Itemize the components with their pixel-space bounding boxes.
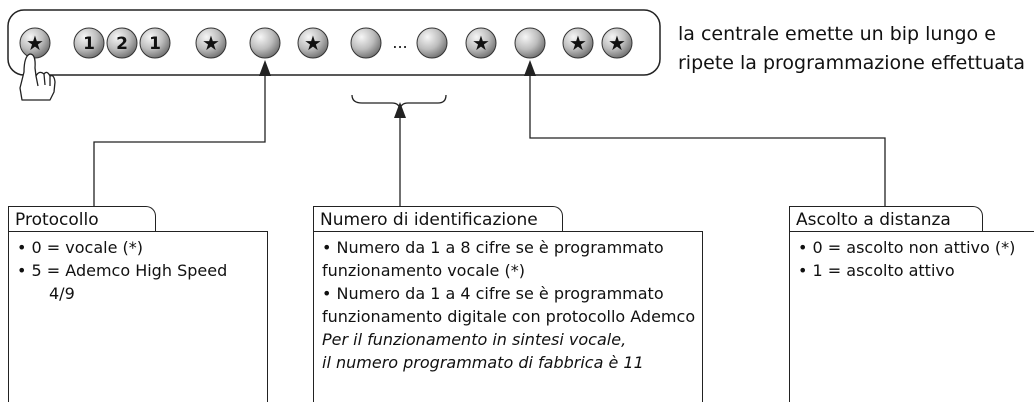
- ellipsis-text: ...: [392, 33, 407, 52]
- arrowhead-ascolto: [524, 60, 536, 76]
- note-line-2: ripete la programmazione effettuata: [678, 52, 1026, 74]
- connectors: [93, 68, 886, 210]
- svg-text:★: ★: [304, 31, 322, 55]
- numero-note-2: il numero programmato di fabbrica è 11: [322, 353, 644, 372]
- numero-box: • Numero da 1 a 8 cifre se è programmato…: [313, 231, 703, 402]
- protocollo-item-vocale: • 0 = vocale (*): [17, 238, 143, 257]
- ascolto-item-non-attivo: • 0 = ascolto non attivo (*): [798, 238, 1016, 257]
- connector-ascolto: [529, 68, 886, 210]
- numero-title: Numero di identificazione: [313, 206, 563, 232]
- blank-key: [249, 27, 281, 59]
- star-key: ★: [465, 27, 497, 59]
- key-sequence: ★ 1 2 1 ★ ★... ★ ★ ★: [19, 27, 633, 59]
- svg-text:★: ★: [26, 31, 44, 55]
- numero-note-1: Per il funzionamento in sintesi vocale,: [322, 330, 627, 349]
- numero-line-3: • Numero da 1 a 4 cifre se è programmato: [322, 284, 664, 303]
- connector-protocollo: [93, 68, 266, 210]
- ascolto-title: Ascolto a distanza: [789, 206, 983, 232]
- protocollo-box: • 0 = vocale (*) • 5 = Ademco High Speed…: [8, 231, 268, 402]
- ascolto-item-attivo: • 1 = ascolto attivo: [798, 261, 955, 280]
- blank-key: [514, 27, 546, 59]
- star-key: ★: [19, 27, 51, 59]
- note-text: la centrale emette un bip lungo e ripete…: [678, 20, 1025, 78]
- digit-key-1: 1: [139, 27, 171, 59]
- numero-line-2: funzionamento vocale (*): [322, 261, 525, 280]
- svg-text:2: 2: [116, 34, 128, 54]
- arrowhead-protocollo: [259, 60, 271, 76]
- svg-text:1: 1: [149, 34, 161, 54]
- svg-text:★: ★: [608, 31, 626, 55]
- pointing-hand-icon: [19, 53, 56, 101]
- svg-text:★: ★: [472, 31, 490, 55]
- svg-text:★: ★: [569, 31, 587, 55]
- star-key: ★: [297, 27, 329, 59]
- star-key: ★: [562, 27, 594, 59]
- star-key: ★: [601, 27, 633, 59]
- numero-line-4: funzionamento digitale con protocollo Ad…: [322, 307, 696, 326]
- svg-text:1: 1: [83, 34, 95, 54]
- arrowheads: [259, 60, 536, 118]
- star-key: ★: [195, 27, 227, 59]
- blank-key: [416, 27, 448, 59]
- protocollo-title: Protocollo: [8, 206, 156, 232]
- digit-key-2: 2: [106, 27, 138, 59]
- ascolto-box: • 0 = ascolto non attivo (*) • 1 = ascol…: [789, 231, 1034, 402]
- svg-text:★: ★: [202, 31, 220, 55]
- digit-key-1: 1: [73, 27, 105, 59]
- numero-line-1: • Numero da 1 a 8 cifre se è programmato: [322, 238, 664, 257]
- protocollo-item-ademco: • 5 = Ademco High Speed: [17, 261, 228, 280]
- arrowhead-numero: [394, 102, 406, 118]
- note-line-1: la centrale emette un bip lungo e: [678, 23, 996, 45]
- keypad-frame: [7, 9, 661, 76]
- protocollo-item-ademco-cont: 4/9: [49, 284, 75, 303]
- blank-key: [350, 27, 382, 59]
